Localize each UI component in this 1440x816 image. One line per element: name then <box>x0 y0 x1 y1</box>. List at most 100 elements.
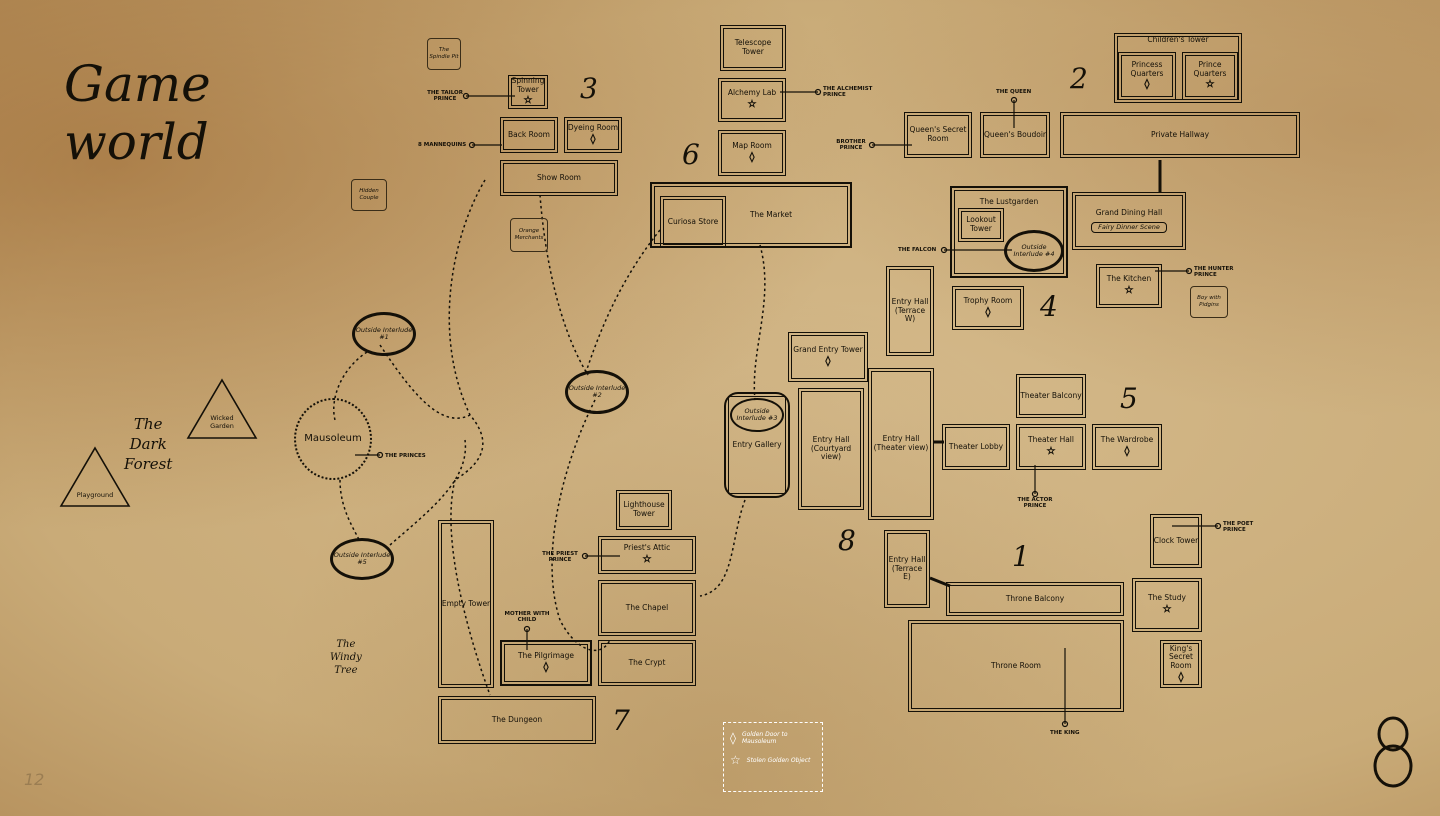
room-pilgrimage[interactable]: The Pilgrimage◊ <box>500 640 592 686</box>
room-the-chapel[interactable]: The Chapel <box>598 580 696 636</box>
room-entry-hall-theater[interactable]: Entry Hall (Theater view) <box>868 368 934 520</box>
char-mannequins: 8 MANNEQUINS <box>418 142 467 148</box>
room-queens-secret-room[interactable]: Queen's Secret Room <box>904 112 972 158</box>
room-the-wardrobe[interactable]: The Wardrobe◊ <box>1092 424 1162 470</box>
playground-label: Playground <box>76 491 114 499</box>
room-alchemy-lab[interactable]: Alchemy Lab☆ <box>718 78 786 122</box>
char-brother-prince: BROTHER PRINCE <box>836 139 866 152</box>
char-the-queen: THE QUEEN <box>996 89 1032 95</box>
interlude-5[interactable]: Outside Interlude #5 <box>330 538 394 580</box>
diamond-icon: ◊ <box>1124 446 1130 458</box>
diamond-icon: ◊ <box>730 731 736 745</box>
windy-tree-label: The Windy Tree <box>330 639 362 676</box>
section-number-4: 4 <box>1040 290 1058 323</box>
room-prince-quarters[interactable]: Prince Quarters☆ <box>1182 52 1238 100</box>
room-the-crypt[interactable]: The Crypt <box>598 640 696 686</box>
char-actor-prince: THE ACTOR PRINCE <box>1017 497 1053 510</box>
room-priests-attic[interactable]: Priest's Attic☆ <box>598 536 696 574</box>
star-icon: ☆ <box>1162 604 1172 616</box>
char-poet-prince: THE POET PRINCE <box>1223 521 1254 534</box>
fairy-dinner-scene-tag: Fairy Dinner Scene <box>1091 221 1167 234</box>
char-the-princes: THE PRINCES <box>385 453 426 459</box>
room-kings-secret-room[interactable]: King's Secret Room◊ <box>1160 640 1202 688</box>
char-alchemist-prince: THE ALCHEMIST PRINCE <box>823 86 873 99</box>
note-hidden-couple: Hidden Couple <box>351 179 387 211</box>
char-priest-prince: THE PRIEST PRINCE <box>542 551 578 564</box>
legend: ◊Golden Door to Mausoleum ☆Stolen Golden… <box>723 722 823 792</box>
room-the-study[interactable]: The Study☆ <box>1132 578 1202 632</box>
section-number-2: 2 <box>1070 62 1088 95</box>
char-the-king: THE KING <box>1050 730 1080 736</box>
section-number-3: 3 <box>580 72 598 105</box>
room-telescope-tower[interactable]: Telescope Tower <box>720 25 786 71</box>
char-hunter-prince: THE HUNTER PRINCE <box>1194 266 1234 279</box>
interlude-4[interactable]: Outside Interlude #4 <box>1004 230 1064 272</box>
section-number-1: 1 <box>1012 540 1030 573</box>
interlude-3[interactable]: Outside Interlude #3 <box>730 398 784 432</box>
playground-triangle <box>59 446 131 507</box>
star-icon: ☆ <box>1124 285 1134 297</box>
room-trophy-room[interactable]: Trophy Room◊ <box>952 286 1024 330</box>
diamond-icon: ◊ <box>590 134 596 146</box>
room-show-room[interactable]: Show Room <box>500 160 618 196</box>
diamond-icon: ◊ <box>825 356 831 368</box>
diamond-icon: ◊ <box>543 662 549 674</box>
section-number-5: 5 <box>1120 382 1138 415</box>
room-childrens-tower[interactable]: Children's Tower <box>1114 33 1242 103</box>
diamond-icon: ◊ <box>749 152 755 164</box>
room-the-market[interactable]: The Market <box>650 182 852 248</box>
room-theater-balcony[interactable]: Theater Balcony <box>1016 374 1086 418</box>
room-theater-hall[interactable]: Theater Hall☆ <box>1016 424 1086 470</box>
room-throne-balcony[interactable]: Throne Balcony <box>946 582 1124 616</box>
room-theater-lobby[interactable]: Theater Lobby <box>942 424 1010 470</box>
note-boy-pidgins: Boy with Pidgins <box>1190 286 1228 318</box>
interlude-2[interactable]: Outside Interlude #2 <box>565 370 629 414</box>
star-icon: ☆ <box>642 554 652 566</box>
room-entry-hall-courtyard[interactable]: Entry Hall (Courtyard view) <box>798 388 864 510</box>
page-title: Game world <box>64 55 211 171</box>
room-curiosa-store[interactable]: Curiosa Store <box>660 196 726 248</box>
room-back-room[interactable]: Back Room <box>500 117 558 153</box>
note-spindle-pit: The Spindle Pit <box>427 38 461 70</box>
wicked-garden-label: Wicked Garden <box>210 414 234 430</box>
legend-object: ☆Stolen Golden Object <box>730 753 811 767</box>
char-the-falcon: THE FALCON <box>898 247 937 253</box>
page-number: 12 <box>24 770 45 789</box>
room-princess-quarters[interactable]: Princess Quarters◊ <box>1118 52 1176 100</box>
note-orange-merchants: Orange Merchants <box>510 218 548 252</box>
room-grand-dining-hall[interactable]: Grand Dining Hall Fairy Dinner Scene <box>1072 192 1186 250</box>
diamond-icon: ◊ <box>985 307 991 319</box>
room-entry-hall-terrace-w[interactable]: Entry Hall (Terrace W) <box>886 266 934 356</box>
room-lighthouse-tower[interactable]: Lighthouse Tower <box>616 490 672 530</box>
star-icon: ☆ <box>523 95 533 107</box>
room-queens-boudoir[interactable]: Queen's Boudoir <box>980 112 1050 158</box>
diamond-icon: ◊ <box>1178 671 1184 683</box>
star-icon: ☆ <box>730 753 741 767</box>
room-the-dungeon[interactable]: The Dungeon <box>438 696 596 744</box>
star-icon: ☆ <box>1046 446 1056 458</box>
room-private-hallway[interactable]: Private Hallway <box>1060 112 1300 158</box>
room-dyeing-room[interactable]: Dyeing Room◊ <box>564 117 622 153</box>
char-mother-child: MOTHER WITH CHILD <box>504 611 550 624</box>
room-spinning-tower[interactable]: Spinning Tower☆ <box>508 75 548 109</box>
room-mausoleum[interactable]: Mausoleum <box>294 398 372 480</box>
room-throne-room[interactable]: Throne Room <box>908 620 1124 712</box>
diamond-icon: ◊ <box>1144 79 1150 91</box>
section-number-6: 6 <box>682 138 700 171</box>
room-the-kitchen[interactable]: The Kitchen☆ <box>1096 264 1162 308</box>
section-number-7: 7 <box>612 704 630 737</box>
interlude-1[interactable]: Outside Interlude #1 <box>352 312 416 356</box>
room-lookout-tower[interactable]: Lookout Tower <box>958 208 1004 242</box>
room-empty-tower[interactable]: Empty Tower <box>438 520 494 688</box>
room-clock-tower[interactable]: Clock Tower <box>1150 514 1202 568</box>
dark-forest-label: The Dark Forest <box>124 415 173 473</box>
room-map-room[interactable]: Map Room◊ <box>718 130 786 176</box>
room-grand-entry-tower[interactable]: Grand Entry Tower◊ <box>788 332 868 382</box>
char-tailor-prince: THE TAILOR PRINCE <box>427 90 463 103</box>
room-lustgarden[interactable]: The Lustgarden <box>950 186 1068 278</box>
legend-door: ◊Golden Door to Mausoleum <box>730 731 788 745</box>
section-number-8: 8 <box>838 524 856 557</box>
room-entry-gallery[interactable]: Entry Gallery <box>724 392 790 498</box>
room-entry-hall-terrace-e[interactable]: Entry Hall (Terrace E) <box>884 530 930 608</box>
star-icon: ☆ <box>1205 79 1215 91</box>
